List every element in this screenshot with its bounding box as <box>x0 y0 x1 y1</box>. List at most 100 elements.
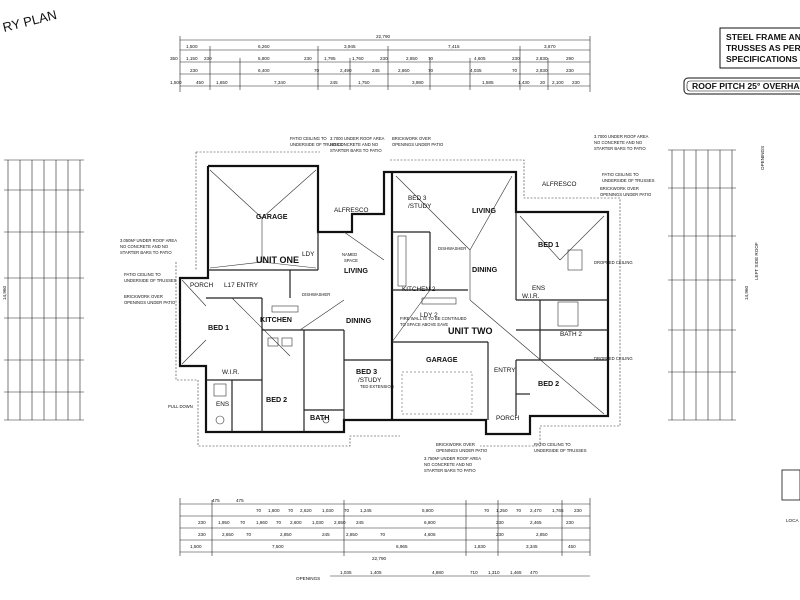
note-brickwork-2: BRICKWORK OVER OPENINGS UNDER PATIO <box>600 186 652 197</box>
bottom-r2-4: 1,860 <box>256 520 268 525</box>
roof-hip-lines <box>175 151 621 447</box>
u1-porch-label: PORCH <box>190 282 213 289</box>
note-bw4-line1: BRICKWORK OVER <box>436 442 475 447</box>
top-r4-11: 2,100 <box>552 80 564 85</box>
top-r2-10: 70 <box>428 56 434 61</box>
u1-bed2-label: BED 2 <box>266 395 287 404</box>
bottom-r1-16: 230 <box>574 508 582 513</box>
bottom-r3-1: 230 <box>198 532 206 537</box>
opening-6: 1,465 <box>510 570 522 575</box>
top-r2-13: 2,830 <box>536 56 548 61</box>
unit-one-label: UNIT ONE <box>256 255 299 265</box>
right-overall-dim: 14,960 <box>744 286 749 300</box>
top-r3-8: 4,035 <box>470 68 482 73</box>
spec-line-3: SPECIFICATIONS <box>726 54 798 64</box>
bottom-r1-15: 1,765 <box>552 508 564 513</box>
bottom-r3-4: 2,850 <box>280 532 292 537</box>
top-r2-2: 1,150 <box>186 56 198 61</box>
fixtures <box>213 235 583 425</box>
note-ur4-line2: NO CONCRETE AND NO <box>424 462 473 467</box>
roof-pitch-label: ROOF PITCH 25° OVERHAN <box>692 81 800 91</box>
top-r4-3: 1,650 <box>216 80 228 85</box>
spec-line-2: TRUSSES AS PER <box>726 43 800 53</box>
note-ur2-line1: 3.7000 UNDER ROOF AREA <box>594 134 649 139</box>
top-r3-10: 2,830 <box>536 68 548 73</box>
top-r2-1: 350 <box>170 56 178 61</box>
note-under-roof-1: 3.7000 UNDER ROOF AREA NO CONCRETE AND N… <box>330 136 385 153</box>
note-fw-line1: FIRE WALL IS TO BE CONTINUED <box>400 316 467 321</box>
u2-living-label: LIVING <box>472 206 496 215</box>
note-pull-down: PULL DOWN <box>168 404 193 409</box>
note-pc3-line2: UNDERSIDE OF TRUSSES <box>124 278 177 283</box>
top-r3-3: 70 <box>314 68 320 73</box>
bottom-r2-13: 230 <box>566 520 574 525</box>
u2-entry-label: ENTRY <box>494 367 516 374</box>
bottom-r4-2: 7,500 <box>272 544 284 549</box>
note-bw3-line2: OPENINGS UNDER PATIO <box>124 300 176 305</box>
top-r2-5: 230 <box>304 56 312 61</box>
bottom-r3-6: 2,850 <box>346 532 358 537</box>
bottom-r2-3: 70 <box>240 520 246 525</box>
u1-living-label: LIVING <box>344 266 368 275</box>
left-dimensions: 14,960 <box>2 159 84 421</box>
note-brickwork-1: BRICKWORK OVER OPENINGS UNDER PATIO <box>392 136 444 147</box>
note-ur2-line2: NO CONCRETE AND NO <box>594 140 643 145</box>
bottom-r1-7: 1,030 <box>322 508 334 513</box>
u2-bed1-label: BED 1 <box>538 240 559 249</box>
note-bw2-line2: OPENINGS UNDER PATIO <box>600 192 652 197</box>
u1-garage-label: GARAGE <box>256 212 288 221</box>
top-overall-dim: 22,790 <box>376 34 390 39</box>
note-ur1-line1: 3.7000 UNDER ROOF AREA <box>330 136 385 141</box>
bottom-r3-8: 4,605 <box>424 532 436 537</box>
bottom-r1-2: 475 <box>236 498 244 503</box>
bottom-r2-11: 230 <box>496 520 504 525</box>
bottom-r2-8: 2,650 <box>334 520 346 525</box>
note-pc4-line1: PATIO CEILING TO <box>534 442 571 447</box>
building-walls <box>178 164 610 436</box>
right-side-roof-note: LEFT SIDE ROOF <box>754 242 759 280</box>
note-pc2-line1: PATIO CEILING TO <box>602 172 639 177</box>
bottom-r2-10: 6,800 <box>424 520 436 525</box>
bottom-r4-1: 1,500 <box>190 544 202 549</box>
note-under-roof-3: 3.050M² UNDER ROOF AREA NO CONCRETE AND … <box>120 238 177 255</box>
bottom-dimensions: 475 475 70 1,800 70 2,620 1,030 70 1,245… <box>179 469 800 581</box>
top-r2-7: 1,760 <box>352 56 364 61</box>
top-r3-5: 245 <box>372 68 380 73</box>
note-bed-extension: TED EXTENSION <box>360 384 394 389</box>
top-r2-8: 230 <box>380 56 388 61</box>
note-dishwasher-1: DISHWASHER <box>302 292 330 297</box>
u2-wir-label: W.I.R. <box>522 293 540 300</box>
u2-alfresco-label: ALFRESCO <box>542 181 576 188</box>
note-under-roof-4: 3.750M² UNDER ROOF AREA NO CONCRETE AND … <box>424 456 481 473</box>
note-rs-line1: NAMED <box>342 252 357 257</box>
top-r3-6: 2,860 <box>398 68 410 73</box>
u2-bed3-sub-label: /STUDY <box>408 203 432 210</box>
bottom-overall-dim: 22,790 <box>372 556 386 561</box>
u1-dining-label: DINING <box>346 316 372 325</box>
top-r2-9: 2,850 <box>406 56 418 61</box>
note-bw3-line1: BRICKWORK OVER <box>124 294 163 299</box>
top-r3-4: 2,490 <box>340 68 352 73</box>
top-r4-7: 3,980 <box>412 80 424 85</box>
bottom-r3-9: 230 <box>496 532 504 537</box>
note-ur3-line3: STARTER BARS TO PATIO <box>120 250 172 255</box>
note-pc1-line1: PATIO CEILING TO <box>290 136 327 141</box>
opening-5: 1,310 <box>488 570 500 575</box>
opening-7: 470 <box>530 570 538 575</box>
top-r4-1: 1,500 <box>170 80 182 85</box>
u2-bed3-label: BED 3 <box>408 195 427 202</box>
top-r2-3: 230 <box>204 56 212 61</box>
bottom-r2-2: 1,950 <box>218 520 230 525</box>
u2-ens-label: ENS <box>532 285 545 292</box>
spec-line-1: STEEL FRAME AND <box>726 32 800 42</box>
bottom-r4-6: 450 <box>568 544 576 549</box>
u2-porch-label: PORCH <box>496 415 519 422</box>
top-dim-5: 3,670 <box>544 44 556 49</box>
note-bw1-line1: BRICKWORK OVER <box>392 136 431 141</box>
u2-bed2-label: BED 2 <box>538 379 559 388</box>
plan-title-fragment: RY PLAN <box>1 7 58 35</box>
u1-bed1-label: BED 1 <box>208 323 229 332</box>
note-dishwasher-2: DISHWASHER <box>438 246 466 251</box>
opening-3: 4,880 <box>432 570 444 575</box>
